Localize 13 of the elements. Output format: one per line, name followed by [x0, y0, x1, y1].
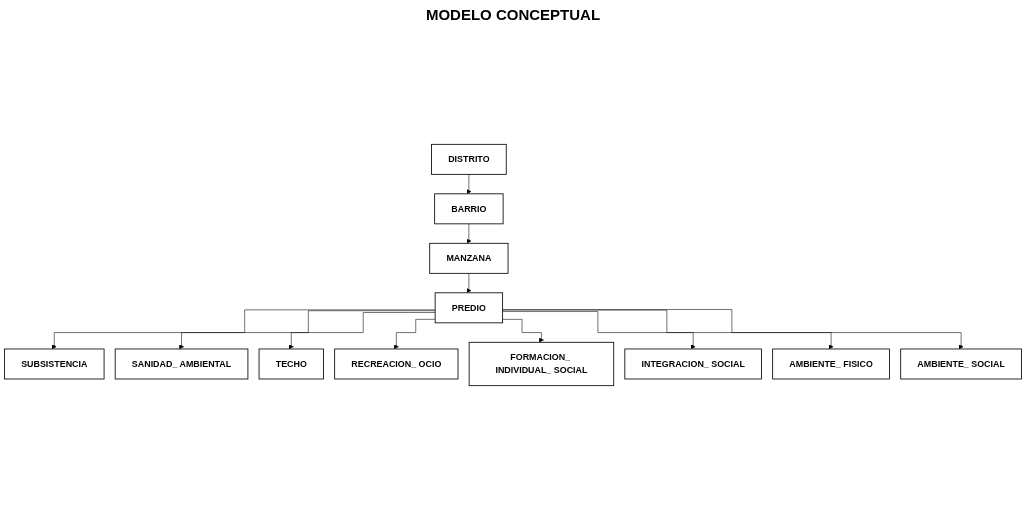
- node-box: AMBIENTE_ SOCIAL: [900, 348, 1022, 380]
- node-box: AMBIENTE_ FISICO: [772, 348, 890, 380]
- node-box: SUBSISTENCIA: [4, 348, 105, 380]
- node-box: RECREACION_ OCIO: [334, 348, 459, 380]
- node-box: PREDIO: [434, 292, 504, 324]
- node-box: DISTRITO: [431, 143, 507, 175]
- node-box: TECHO: [258, 348, 324, 380]
- node-box: FORMACION_ INDIVIDUAL_ SOCIAL: [468, 341, 615, 387]
- node-box: SANIDAD_ AMBIENTAL: [114, 348, 249, 380]
- node-box: BARRIO: [434, 193, 504, 225]
- diagram-title: MODELO CONCEPTUAL: [424, 6, 602, 23]
- node-box: INTEGRACION_ SOCIAL: [624, 348, 762, 380]
- node-box: MANZANA: [429, 242, 509, 274]
